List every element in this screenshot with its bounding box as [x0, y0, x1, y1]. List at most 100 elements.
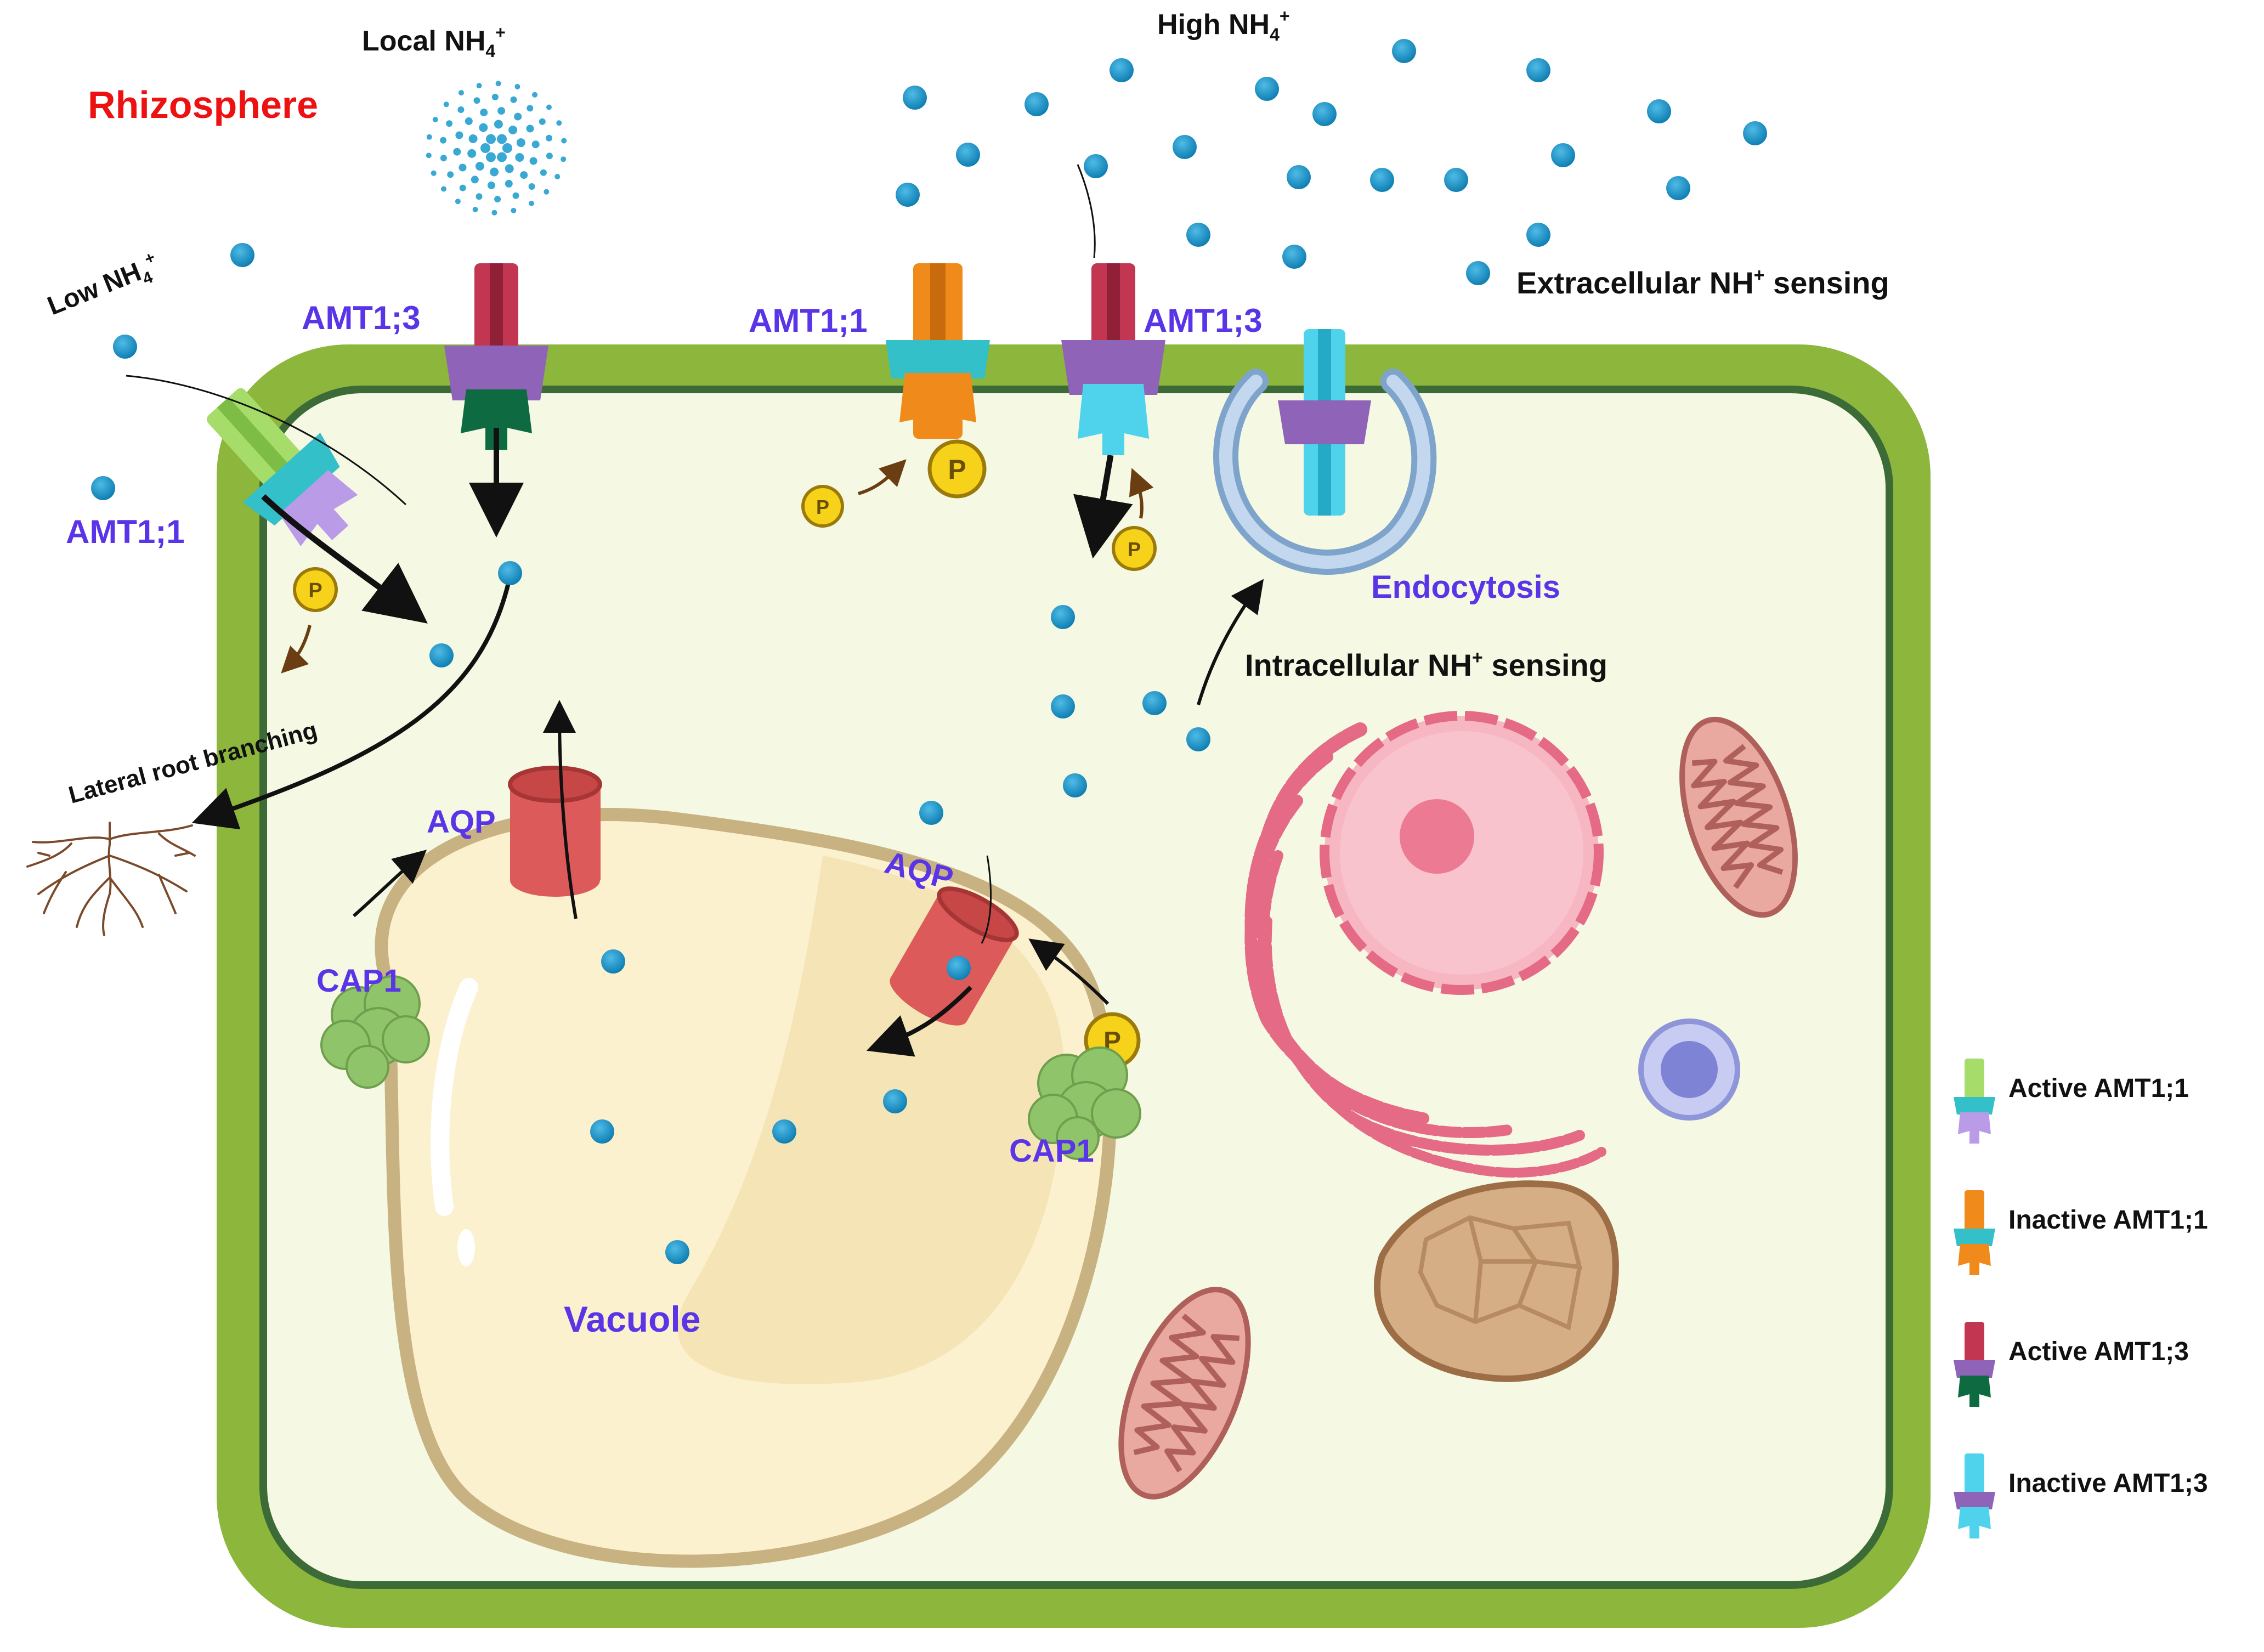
local-ammonium-ion — [514, 112, 522, 121]
local-ammonium-ion — [508, 126, 518, 134]
legend-label: Inactive AMT1;3 — [2008, 1469, 2208, 1498]
phosphate-center-small: P — [801, 485, 844, 528]
ammonium-ion — [1287, 165, 1311, 189]
ammonium-ion — [1110, 58, 1134, 82]
transporter-icon — [1954, 1322, 1995, 1407]
local-ammonium-ion — [472, 207, 478, 212]
local-ammonium-ion — [529, 157, 537, 165]
low-nh4-label: Low NH4+ — [43, 248, 165, 325]
phosphate-right: P — [1112, 526, 1157, 571]
ammonium-ion — [1255, 77, 1279, 101]
ammonium-ion — [91, 476, 115, 500]
ammonium-ion — [1173, 135, 1197, 159]
ammonium-ion — [1647, 99, 1671, 123]
local-ammonium-ion — [459, 163, 467, 172]
intracellular-sensing-label: Intracellular NH+ sensing — [1245, 647, 1608, 682]
local-ammonium-ion — [491, 93, 499, 100]
ammonium-ion — [883, 1089, 907, 1113]
ammonium-ion — [1444, 168, 1468, 192]
phosphate-left: P — [293, 567, 338, 612]
local-ammonium-ion — [487, 181, 495, 189]
ammonium-ion — [1526, 58, 1550, 82]
local-ammonium-ion — [443, 101, 449, 108]
cap1-protein-left — [320, 975, 430, 1089]
local-nh4-label: Local NH4+ — [362, 22, 506, 61]
phosphate-center-large: P — [927, 439, 987, 499]
local-ammonium-ion — [546, 152, 553, 160]
local-ammonium-ion — [440, 137, 447, 144]
local-ammonium-ion — [527, 105, 534, 112]
local-ammonium-ion — [544, 189, 550, 195]
mitochondrion-upper — [1679, 716, 1798, 918]
ammonium-ion — [919, 801, 943, 825]
ammonium-ion — [429, 643, 454, 667]
local-ammonium-ion — [440, 155, 447, 162]
ammonium-ion — [956, 143, 980, 167]
local-ammonium-ion — [457, 106, 465, 113]
local-ammonium-ion — [447, 171, 454, 178]
local-ammonium-ion — [495, 81, 501, 87]
legend-item: Active AMT1;3 — [1954, 1322, 2189, 1407]
local-ammonium-ion — [459, 90, 464, 96]
ammonium-ion — [1186, 223, 1210, 247]
amt11-label-center: AMT1;1 — [749, 302, 868, 339]
ammonium-ion — [1025, 92, 1049, 116]
ammonium-ion — [1282, 245, 1306, 269]
local-ammonium-ion — [520, 171, 528, 179]
local-ammonium-ion — [528, 183, 535, 190]
local-ammonium-ion — [431, 170, 437, 176]
legend-label: Active AMT1;1 — [2008, 1074, 2189, 1103]
plastid — [1374, 1180, 1619, 1382]
local-ammonium-ion — [480, 143, 490, 153]
local-ammonium-ion — [510, 96, 517, 103]
high-nh4-label: High NH4+ — [1157, 6, 1290, 44]
local-ammonium-ion — [502, 143, 512, 153]
ammonium-ion — [1312, 102, 1337, 126]
local-ammonium-ion — [455, 131, 463, 139]
cap1-label-left: CAP1 — [316, 963, 401, 999]
local-ammonium-ion — [426, 152, 432, 159]
endocytosis-label: Endocytosis — [1371, 569, 1560, 605]
local-ammonium-ion — [531, 140, 540, 149]
ammonium-ions — [91, 39, 1767, 1264]
nucleus — [1320, 711, 1604, 995]
local-ammonium-ion — [465, 117, 473, 125]
ammonium-ion — [903, 86, 927, 110]
ammonium-ion — [498, 561, 522, 585]
local-ammonium-ion — [529, 200, 534, 206]
local-ammonium-ion — [497, 107, 506, 115]
aqp-channel-tonoplast-left — [508, 766, 602, 897]
local-ammonium-ion — [480, 109, 488, 117]
ammonium-ion — [1666, 176, 1690, 200]
amt11-label-left: AMT1;1 — [66, 513, 185, 550]
ammonium-ion — [1743, 121, 1767, 145]
local-ammonium-ion — [511, 207, 517, 213]
phosphate-label: P — [308, 579, 322, 602]
local-ammonium-ion — [459, 184, 466, 191]
local-ammonium-ion — [486, 152, 496, 162]
ammonium-ion — [1186, 727, 1210, 751]
amt13-active-transporter-left — [444, 263, 548, 450]
local-ammonium-ion — [475, 162, 484, 171]
local-ammonium-ion — [486, 134, 496, 144]
ammonium-ion — [113, 335, 137, 359]
local-ammonium-ion — [467, 149, 477, 158]
legend-label: Active AMT1;3 — [2008, 1337, 2189, 1366]
ammonium-ion — [1084, 154, 1108, 178]
local-ammonium-ion — [556, 120, 562, 126]
local-ammonium-ion — [561, 156, 567, 162]
phosphate-label: P — [948, 454, 966, 485]
local-ammonium-ion — [497, 152, 507, 162]
ammonium-ion — [896, 183, 920, 207]
local-ammonium-ion — [505, 179, 513, 188]
local-ammonium-ion — [468, 134, 478, 143]
local-ammonium-ion — [455, 199, 461, 205]
local-ammonium-ion — [516, 138, 525, 148]
cap1-protein-right — [1028, 1046, 1141, 1160]
ammonium-ion — [1466, 261, 1490, 285]
aqp-channel-tonoplast-right — [890, 886, 1019, 1026]
local-ammonium-ion — [491, 210, 497, 216]
phosphorylation-arrows — [281, 459, 1154, 674]
local-ammonium-ion — [539, 118, 546, 125]
